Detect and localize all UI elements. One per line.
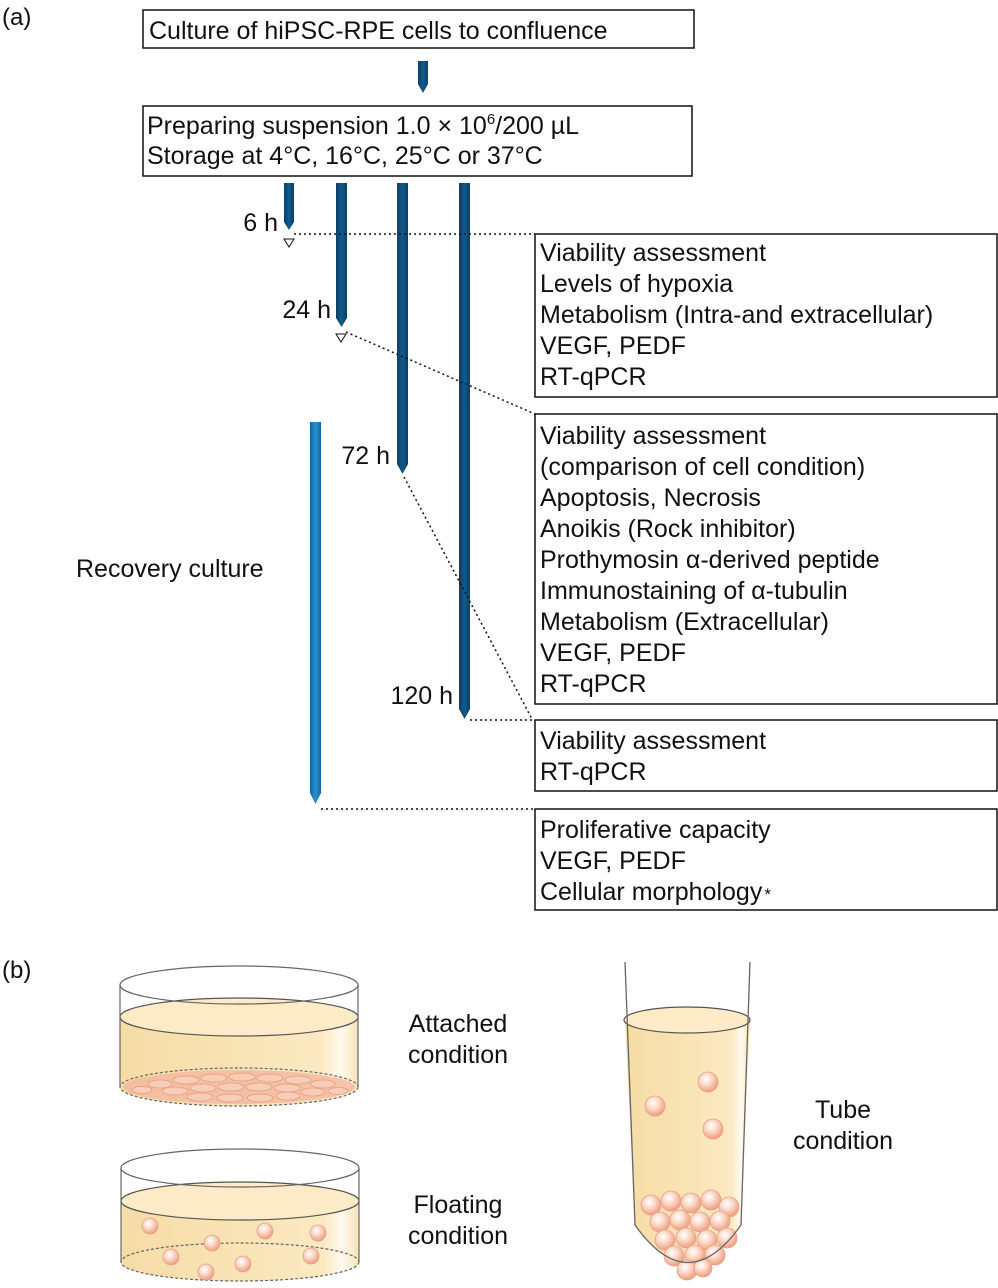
assessment-item: Proliferative capacity <box>540 816 771 844</box>
assessment-box-6-24h <box>534 233 998 398</box>
tube-illustration <box>623 961 751 1281</box>
time-label-6h: 6 h <box>243 209 278 237</box>
assessment-item: Viability assessment <box>540 239 766 267</box>
recovery-culture-label: Recovery culture <box>76 555 264 583</box>
tube-condition-label-2: condition <box>793 1127 893 1155</box>
attached-dish-illustration <box>119 965 359 1107</box>
culture-box <box>142 9 695 49</box>
prepare-box-line2: Storage at 4°C, 16°C, 25°C or 37°C <box>147 142 543 170</box>
assessment-box-6-24h-text: Viability assessment Levels of hypoxia M… <box>540 239 933 391</box>
arrow-72h <box>397 183 408 474</box>
time-label-72h: 72 h <box>341 442 390 470</box>
assessment-item: VEGF, PEDF <box>540 847 686 875</box>
arrow-culture-to-prepare <box>418 61 428 93</box>
assessment-item: Viability assessment <box>540 422 766 450</box>
dotted-connectors <box>294 233 536 810</box>
assessment-item: Immunostaining of α-tubulin <box>540 577 848 605</box>
attached-condition-label-2: condition <box>408 1041 508 1069</box>
assessment-box-recovery <box>534 808 998 911</box>
assessment-box-recovery-text: Proliferative capacity VEGF, PEDF Cellul… <box>540 816 771 906</box>
time-label-24h: 24 h <box>282 296 331 324</box>
assessment-item: Cellular morphology* <box>540 878 771 906</box>
floating-medium-surface <box>120 1181 360 1221</box>
assessment-item: Metabolism (Intra-and extracellular) <box>540 301 933 329</box>
recovery-marker-6h <box>283 238 295 248</box>
floating-dish-illustration <box>120 1148 360 1282</box>
floating-medium <box>121 1201 359 1281</box>
floating-condition-label-1: Floating <box>414 1191 503 1219</box>
assessment-item: Apoptosis, Necrosis <box>540 484 761 512</box>
assessment-box-120h-text: Viability assessment RT-qPCR <box>540 727 766 786</box>
assessment-item: RT-qPCR <box>540 670 647 698</box>
tube-condition-label-1: Tube <box>815 1096 871 1124</box>
panel-b-label: (b) <box>2 957 31 984</box>
culture-box-text: Culture of hiPSC-RPE cells to confluence <box>149 17 608 45</box>
arrow-120h <box>459 183 470 719</box>
assessment-item: RT-qPCR <box>540 363 647 391</box>
assessment-item: Prothymosin α-derived peptide <box>540 546 880 574</box>
assessment-item: Viability assessment <box>540 727 766 755</box>
tube-cells <box>640 1071 740 1281</box>
prepare-box <box>142 105 693 177</box>
assessment-item: Levels of hypoxia <box>540 270 733 298</box>
time-label-120h: 120 h <box>390 682 453 710</box>
arrow-6h <box>284 183 294 230</box>
assessment-item: RT-qPCR <box>540 758 647 786</box>
prepare-box-line1: Preparing suspension 1.0 × 106/200 µL <box>147 111 579 140</box>
tube-outline <box>624 961 751 1263</box>
arrow-recovery <box>310 422 321 804</box>
floating-condition-label-2: condition <box>408 1222 508 1250</box>
assessment-box-72h <box>534 413 998 705</box>
connector-72h <box>403 476 533 720</box>
assessment-item: VEGF, PEDF <box>540 332 686 360</box>
assessment-box-72h-text: Viability assessment (comparison of cell… <box>540 422 880 698</box>
floating-dish-rim <box>120 1148 360 1188</box>
assessment-item: VEGF, PEDF <box>540 639 686 667</box>
attached-condition-label-1: Attached <box>409 1010 508 1038</box>
assessment-item: Metabolism (Extracellular) <box>540 608 829 636</box>
floating-cells <box>141 1217 327 1281</box>
assessment-item: (comparison of cell condition) <box>540 453 865 481</box>
tube-medium-surface <box>623 1006 751 1034</box>
assessment-box-120h <box>534 719 998 792</box>
connector-24h <box>345 331 536 415</box>
assessment-item: Anoikis (Rock inhibitor) <box>540 515 796 543</box>
attached-cells <box>131 1072 349 1103</box>
arrow-24h <box>336 183 347 327</box>
panel-a-label: (a) <box>2 4 31 31</box>
recovery-marker-24h <box>335 333 347 343</box>
